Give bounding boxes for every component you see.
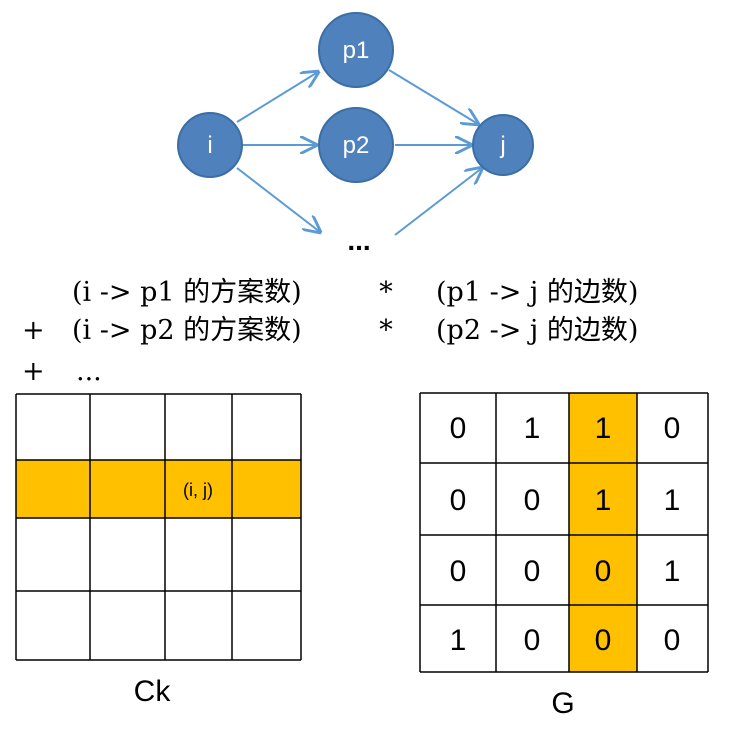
graph-ellipsis: ... bbox=[347, 225, 370, 256]
node-i-label: i bbox=[207, 132, 212, 159]
edge-i-p1 bbox=[236, 72, 318, 123]
g-row-3: 0 0 0 1 bbox=[450, 555, 681, 588]
g-cell-4-2: 0 bbox=[524, 624, 541, 657]
g-cell-1-3: 1 bbox=[595, 412, 612, 445]
edge-i-more bbox=[236, 167, 320, 232]
node-j: j bbox=[472, 114, 534, 176]
g-cell-1-1: 0 bbox=[450, 412, 467, 445]
ck-caption: Ck bbox=[134, 675, 172, 708]
g-row-1: 0 1 1 0 bbox=[450, 412, 681, 445]
formula-line-2-right: (p2 -> j 的边数) bbox=[436, 315, 638, 346]
g-cell-3-1: 0 bbox=[450, 555, 467, 588]
g-cell-2-2: 0 bbox=[524, 484, 541, 517]
edge-more-j bbox=[394, 168, 482, 236]
formula-line-2-left: (i -> p2 的方案数) bbox=[72, 315, 302, 346]
node-p2: p2 bbox=[318, 107, 394, 183]
g-highlight-column bbox=[569, 393, 637, 672]
node-p1-label: p1 bbox=[343, 37, 370, 64]
g-cell-3-2: 0 bbox=[524, 555, 541, 588]
node-i: i bbox=[177, 112, 243, 178]
g-cell-2-1: 0 bbox=[450, 484, 467, 517]
formula-line-1-right: (p1 -> j 的边数) bbox=[436, 277, 638, 308]
node-j-label: j bbox=[499, 132, 505, 159]
g-caption: G bbox=[551, 687, 574, 720]
g-row-2: 0 0 1 1 bbox=[450, 484, 681, 517]
formula-line-1-left: (i -> p1 的方案数) bbox=[72, 277, 302, 308]
graph-edges bbox=[236, 69, 482, 236]
edge-p1-j bbox=[388, 69, 478, 124]
formula: (i -> p1 的方案数) * (p1 -> j 的边数) + (i -> p… bbox=[22, 277, 638, 387]
g-cell-2-3: 1 bbox=[595, 484, 612, 517]
matrix-g: 0 1 1 0 0 0 1 1 0 0 0 1 1 0 0 0 G bbox=[419, 392, 709, 720]
formula-line-2-op: + bbox=[22, 315, 45, 346]
node-p2-label: p2 bbox=[343, 132, 370, 159]
matrix-ck: (i, j) Ck bbox=[15, 393, 302, 708]
g-cell-1-4: 0 bbox=[664, 412, 681, 445]
formula-line-3-left: ... bbox=[76, 356, 102, 387]
g-cell-4-4: 0 bbox=[664, 624, 681, 657]
formula-line-3-op: + bbox=[22, 356, 45, 387]
g-cell-3-3: 0 bbox=[595, 555, 612, 588]
g-row-4: 1 0 0 0 bbox=[450, 624, 681, 657]
g-cell-4-1: 1 bbox=[450, 624, 467, 657]
g-cell-3-4: 1 bbox=[664, 555, 681, 588]
g-cell-4-3: 0 bbox=[595, 624, 612, 657]
ck-highlight-row bbox=[16, 460, 301, 518]
g-cell-2-4: 1 bbox=[664, 484, 681, 517]
formula-line-2-times: * bbox=[379, 315, 393, 346]
node-p1: p1 bbox=[318, 12, 394, 88]
g-cell-1-2: 1 bbox=[524, 412, 541, 445]
formula-line-1-times: * bbox=[379, 277, 393, 308]
ck-cell-ij-label: (i, j) bbox=[183, 480, 213, 500]
